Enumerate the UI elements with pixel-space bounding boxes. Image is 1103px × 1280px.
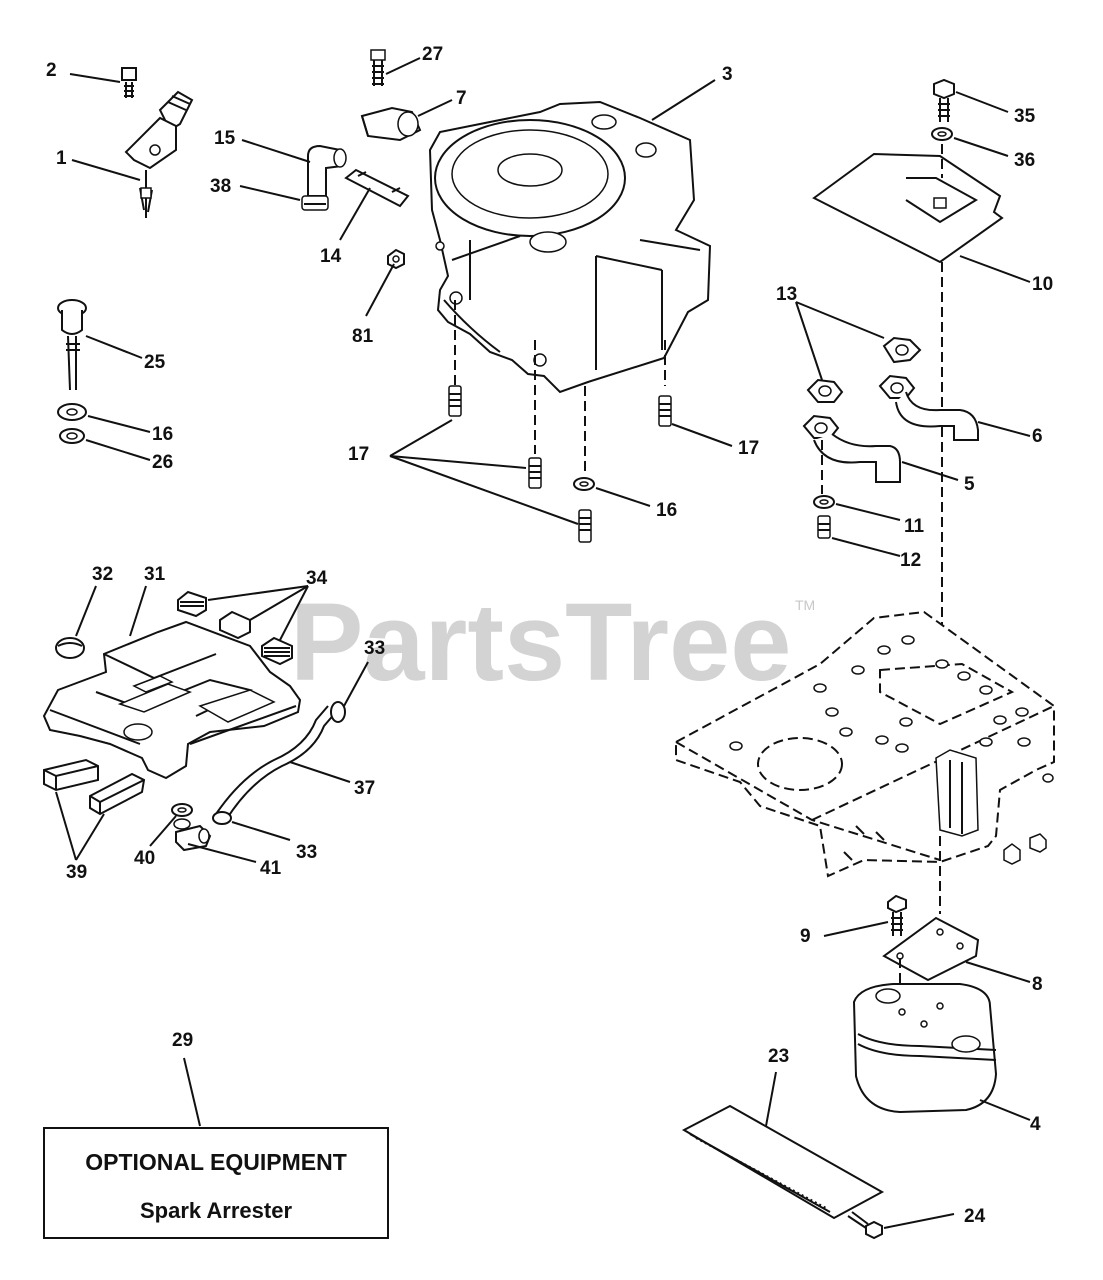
part-gaskets-13 — [806, 336, 922, 403]
callout-25: 25 — [144, 352, 166, 373]
callout-23: 23 — [768, 1046, 789, 1067]
optional-equipment-subtitle: Spark Arrester — [140, 1198, 292, 1223]
part-muffler-4 — [852, 983, 998, 1114]
callout-17-right: 17 — [738, 438, 759, 459]
callout-41: 41 — [260, 858, 282, 879]
callout-33-bottom: 33 — [296, 842, 317, 863]
callout-33-top: 33 — [364, 638, 385, 659]
callout-9: 9 — [800, 926, 811, 947]
part-washer-16-left — [57, 403, 87, 421]
part-nut-81 — [387, 248, 405, 270]
part-bolts-17 — [448, 385, 672, 543]
callout-17-left: 17 — [348, 444, 369, 465]
callout-40: 40 — [134, 848, 155, 869]
part-engine-3 — [428, 100, 712, 394]
callout-13: 13 — [776, 284, 797, 305]
part-screw-24 — [847, 1211, 883, 1240]
callout-10: 10 — [1032, 274, 1053, 295]
callout-39: 39 — [66, 862, 87, 883]
callout-38: 38 — [210, 176, 231, 197]
callout-7: 7 — [456, 88, 467, 109]
part-heat-shield-10 — [812, 152, 1004, 264]
part-bolt-12 — [817, 515, 831, 539]
watermark-text: PartsTree — [290, 581, 791, 704]
part-air-cleaner-31 — [42, 620, 302, 780]
part-bolt-35 — [933, 78, 955, 122]
part-bracket-8 — [882, 916, 980, 982]
callout-24: 24 — [964, 1206, 986, 1227]
callout-35: 35 — [1014, 106, 1036, 127]
callout-81: 81 — [352, 326, 374, 347]
part-frame — [675, 610, 1055, 878]
part-exhaust-pipe-5 — [802, 414, 901, 483]
callout-15: 15 — [214, 128, 236, 149]
watermark-trademark: TM — [795, 597, 815, 613]
callout-36: 36 — [1014, 150, 1035, 171]
callout-32: 32 — [92, 564, 113, 585]
part-washer-11 — [813, 495, 835, 509]
part-bolt-9 — [887, 894, 907, 936]
callout-27: 27 — [422, 44, 443, 65]
callout-8: 8 — [1032, 974, 1043, 995]
callout-1: 1 — [56, 148, 67, 169]
part-throttle-control — [121, 67, 194, 218]
part-grommet-40 — [171, 803, 193, 830]
callout-4: 4 — [1030, 1114, 1041, 1135]
part-washer-36 — [931, 127, 953, 141]
part-exhaust-pipe-6 — [878, 374, 979, 441]
part-oring-26 — [59, 428, 85, 444]
callout-14: 14 — [320, 246, 342, 267]
part-elements-39 — [43, 758, 146, 816]
callout-11: 11 — [904, 516, 925, 537]
part-clip-7 — [360, 106, 422, 142]
callout-12: 12 — [900, 550, 921, 571]
optional-equipment-box — [43, 1127, 389, 1239]
part-screw-27 — [370, 49, 386, 86]
part-washer-16 — [573, 477, 595, 491]
part-elbow-fitting — [301, 144, 347, 211]
callout-29: 29 — [172, 1030, 193, 1051]
callout-26: 26 — [152, 452, 173, 473]
callout-6: 6 — [1032, 426, 1043, 447]
part-hose-37 — [212, 701, 346, 825]
callout-16-left: 16 — [152, 424, 173, 445]
callout-5: 5 — [964, 474, 975, 495]
callout-34: 34 — [306, 568, 328, 589]
callout-37: 37 — [354, 778, 375, 799]
callout-3: 3 — [722, 64, 733, 85]
optional-equipment-title: OPTIONAL EQUIPMENT — [85, 1149, 347, 1175]
callout-31: 31 — [144, 564, 166, 585]
part-spark-arrester-23 — [681, 1104, 885, 1220]
part-cap-32 — [55, 637, 85, 659]
callout-2: 2 — [46, 60, 57, 81]
part-fuel-hose-14 — [344, 168, 410, 208]
part-foam-pads-34 — [177, 590, 293, 666]
part-dipstick-25 — [57, 299, 87, 391]
callout-labels: 2 1 27 7 3 15 38 14 81 35 36 10 13 6 5 1… — [46, 44, 1053, 1227]
callout-16-center: 16 — [656, 500, 677, 521]
part-fitting-41 — [175, 824, 212, 852]
